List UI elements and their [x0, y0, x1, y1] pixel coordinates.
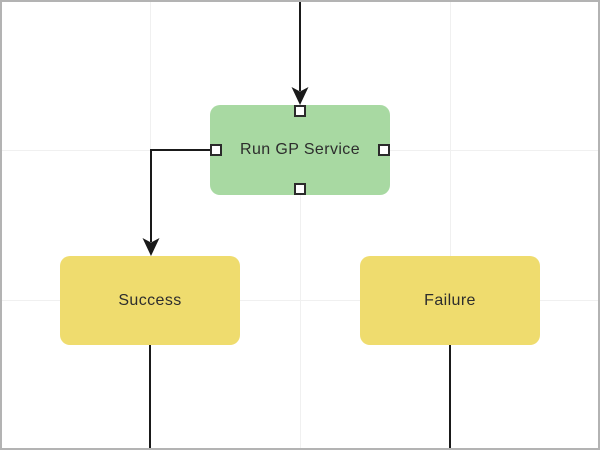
node-success[interactable]: Success	[60, 256, 240, 345]
arrowhead-icon	[142, 238, 160, 256]
connector-into-run-gp-service[interactable]	[291, 2, 309, 105]
selection-handle-left[interactable]	[210, 144, 222, 156]
selection-handle-right[interactable]	[378, 144, 390, 156]
node-success-label: Success	[118, 291, 182, 309]
node-failure-label: Failure	[424, 291, 476, 309]
arrowhead-icon	[291, 87, 309, 105]
node-run-gp-service-label: Run GP Service	[239, 141, 361, 158]
node-run-gp-service[interactable]: Run GP Service	[210, 105, 390, 195]
selection-handle-top[interactable]	[294, 105, 306, 117]
connector-run-gp-service-to-success[interactable]	[142, 149, 211, 256]
node-failure[interactable]: Failure	[360, 256, 540, 345]
selection-handle-bottom[interactable]	[294, 183, 306, 195]
